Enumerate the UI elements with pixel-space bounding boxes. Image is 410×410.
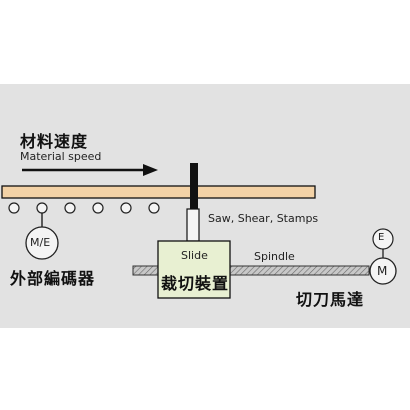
spindle-rod <box>132 265 370 276</box>
roller <box>148 202 160 214</box>
roller <box>36 202 48 214</box>
roller <box>64 202 76 214</box>
roller <box>120 202 132 214</box>
material-speed-zh-label: 材料速度 <box>20 132 89 151</box>
external-encoder-label: 外部編碼器 <box>10 269 96 288</box>
cutting-device-label: 裁切裝置 <box>161 274 230 293</box>
cutting-device-box <box>157 240 231 299</box>
encoder-circle <box>25 226 59 260</box>
cutter-motor-label: 切刀馬達 <box>296 290 365 309</box>
material-bar <box>1 185 316 199</box>
spindle-label: Spindle <box>254 250 295 263</box>
motor-encoder-symbol-label: E <box>378 232 385 243</box>
cutting-blade <box>190 163 198 209</box>
motor-circle <box>369 257 397 285</box>
saw-shear-stamps-label: Saw, Shear, Stamps <box>208 212 319 225</box>
material-speed-arrow <box>22 164 158 176</box>
roller-row <box>8 202 160 214</box>
encoder-symbol-label: M/E <box>30 236 51 249</box>
material-speed-en-label: Material speed <box>20 150 102 163</box>
slide-label: Slide <box>181 249 208 262</box>
roller <box>8 202 20 214</box>
tool-holder <box>186 208 200 242</box>
motor-symbol-label: M <box>377 264 388 278</box>
roller <box>92 202 104 214</box>
